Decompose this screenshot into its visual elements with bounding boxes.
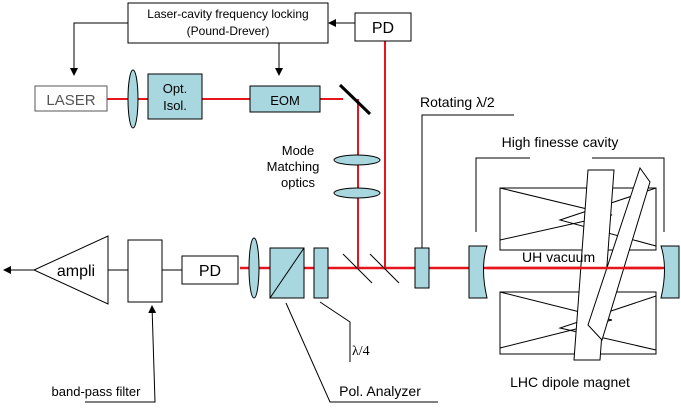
pol-analyzer-leader bbox=[285, 302, 438, 403]
band-pass-leader bbox=[85, 305, 157, 403]
pd-bottom-label: PD bbox=[199, 263, 221, 280]
lambda4-label: λ/4 bbox=[352, 344, 370, 359]
laser-label: LASER bbox=[46, 92, 95, 109]
frequency-locking-box: Laser-cavity frequency locking (Pound-Dr… bbox=[127, 2, 329, 44]
svg-text:Matching: Matching bbox=[267, 159, 320, 174]
band-pass-filter bbox=[127, 239, 163, 303]
photodiode-top: PD bbox=[354, 12, 412, 42]
opt-isol-line1: Opt. bbox=[163, 81, 188, 96]
ampli-label: ampli bbox=[57, 263, 95, 280]
opt-isol-line2: Isol. bbox=[163, 98, 187, 113]
locking-subtitle: (Pound-Drever) bbox=[187, 24, 270, 38]
cavity-label-leaders bbox=[475, 157, 665, 232]
detector-lens bbox=[248, 237, 260, 299]
band-pass-label: band-pass filter bbox=[52, 384, 142, 399]
lhc-dipole-magnet bbox=[499, 166, 657, 361]
uh-vacuum-label: UH vacuum bbox=[522, 249, 595, 265]
rotating-label: Rotating λ/2 bbox=[420, 94, 495, 110]
svg-text:Mode: Mode bbox=[282, 143, 315, 158]
cavity-mirror-output bbox=[660, 245, 680, 299]
rotating-label-leader bbox=[421, 114, 514, 248]
laser-source: LASER bbox=[34, 85, 108, 112]
feedback-lines bbox=[70, 19, 355, 76]
beam-splitters bbox=[342, 253, 400, 284]
cavity-mirror-input bbox=[468, 245, 488, 299]
photodiode-bottom: PD bbox=[181, 255, 239, 285]
mode-matching-label: Mode Matching optics bbox=[267, 143, 320, 190]
mode-matching-lenses bbox=[333, 154, 381, 199]
pd-top-label: PD bbox=[372, 20, 394, 37]
polarization-analyzer bbox=[269, 247, 305, 299]
svg-text:optics: optics bbox=[281, 175, 315, 190]
electro-optic-modulator: EOM bbox=[249, 85, 321, 113]
locking-title: Laser-cavity frequency locking bbox=[147, 7, 308, 21]
lambda4-leader bbox=[319, 301, 351, 362]
steering-mirror bbox=[338, 83, 372, 116]
pol-analyzer-label: Pol. Analyzer bbox=[339, 383, 421, 399]
collimating-lens bbox=[127, 69, 139, 129]
quarter-wave-plate bbox=[313, 247, 329, 299]
magnet-label: LHC dipole magnet bbox=[510, 374, 630, 390]
amplifier: ampli bbox=[32, 235, 109, 305]
eom-label: EOM bbox=[270, 93, 300, 108]
cavity-label: High finesse cavity bbox=[502, 134, 619, 150]
rotating-half-wave-plate bbox=[414, 247, 430, 289]
optical-isolator: Opt. Isol. bbox=[147, 73, 203, 120]
